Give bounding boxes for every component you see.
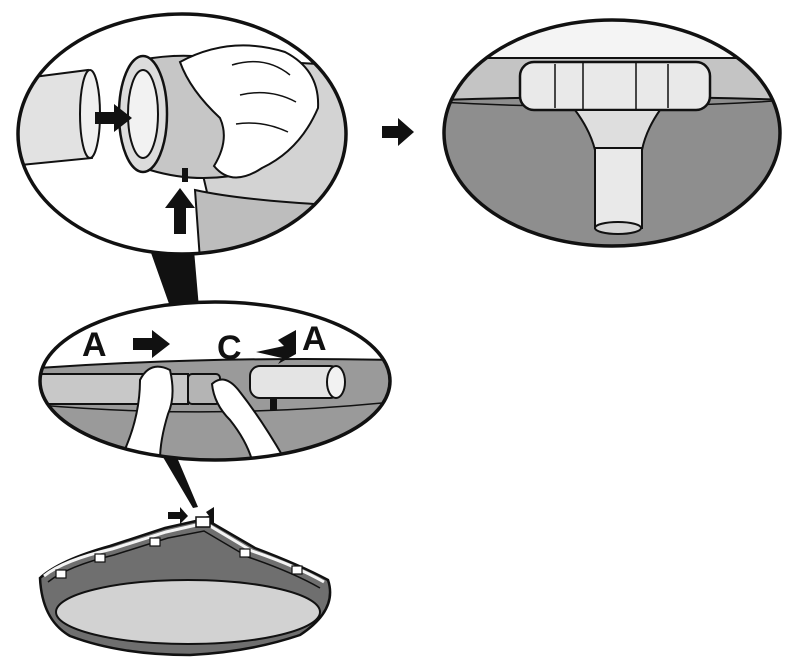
arrow-icon <box>168 507 188 524</box>
label-a-right: A <box>302 322 327 356</box>
pool-overview <box>40 507 330 655</box>
label-c: C <box>217 331 242 365</box>
arrow-icon <box>382 118 414 146</box>
magnified-view-pipe-insertion <box>10 14 346 260</box>
magnified-view-t-connector-installed <box>440 18 790 260</box>
label-a-left: A <box>82 328 107 362</box>
